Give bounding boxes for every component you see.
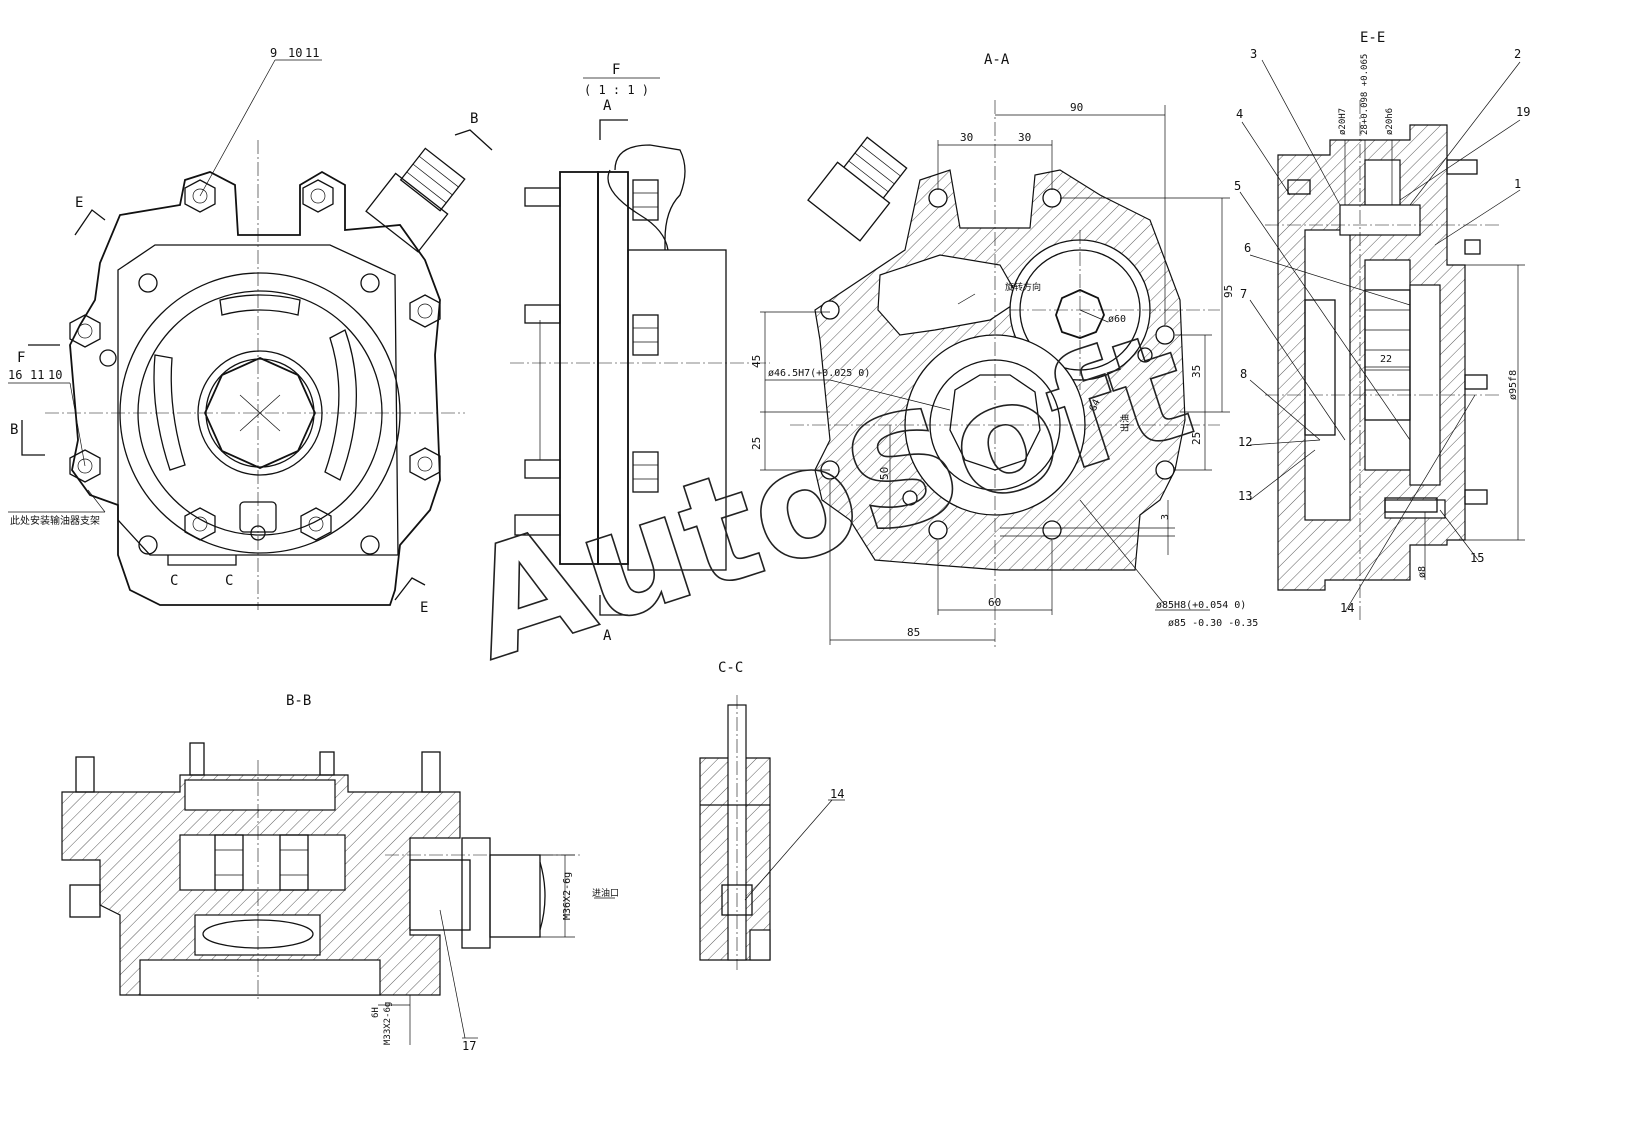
dim-30a: 30 <box>960 131 973 144</box>
dim-45: 45 <box>750 355 763 368</box>
marker-c-right: C <box>225 573 233 589</box>
balloon-10b: 10 <box>48 368 62 382</box>
balloon-11: 11 <box>305 46 319 60</box>
dim-35: 35 <box>1190 365 1203 378</box>
dim-30b: 30 <box>1018 131 1031 144</box>
dim-gear-dia: ø60 <box>1108 314 1126 325</box>
balloon-ee-6: 6 <box>1244 241 1251 255</box>
main-view-fitting <box>365 147 466 253</box>
view-f-scale: ( 1 : 1 ) <box>584 83 649 97</box>
balloon-10: 10 <box>288 46 302 60</box>
balloon-ee-1: 1 <box>1514 177 1521 191</box>
dim-bb-6h: 6H <box>371 1007 381 1018</box>
main-view-bolt-heads <box>69 179 441 541</box>
note-outlet: 出油 <box>1119 414 1131 432</box>
marker-f: F <box>17 350 25 366</box>
balloon-ee-8: 8 <box>1240 367 1247 381</box>
dim-ee-top1: ø20H7 <box>1338 108 1348 135</box>
marker-e-bottom: E <box>420 600 428 616</box>
view-aa-title: A-A <box>984 52 1010 68</box>
side-view-nuts <box>632 179 659 493</box>
view-cc-title: C-C <box>718 660 743 676</box>
dim-3: 3 <box>1160 514 1171 520</box>
dim-bore-small: ø46.5H7(+0.025 0) <box>768 368 870 379</box>
dim-ee-top2: 28+0.098 +0.065 <box>1360 54 1370 135</box>
balloon-ee-4: 4 <box>1236 107 1243 121</box>
balloon-ee-13: 13 <box>1238 489 1252 503</box>
marker-c-left: C <box>170 573 178 589</box>
balloon-ee-14: 14 <box>1340 601 1354 615</box>
section-bb: B-B M36X2-6g 进油口 6H M33X <box>61 693 619 1053</box>
dim-95: 95 <box>1222 285 1235 298</box>
view-ee-title: E-E <box>1360 30 1385 46</box>
balloon-cc-14: 14 <box>830 787 844 801</box>
marker-b-right: B <box>470 111 478 127</box>
balloon-9: 9 <box>270 46 277 60</box>
marker-e-top: E <box>75 195 83 211</box>
dim-ee-22: 22 <box>1380 354 1392 365</box>
balloon-11b: 11 <box>30 368 44 382</box>
view-f-title: F <box>612 62 620 78</box>
balloon-ee-7: 7 <box>1240 287 1247 301</box>
dim-25a: 25 <box>750 437 763 450</box>
view-bb-title: B-B <box>286 693 311 709</box>
balloon-bb-17: 17 <box>462 1039 476 1053</box>
balloon-16: 16 <box>8 368 22 382</box>
balloon-ee-3: 3 <box>1250 47 1257 61</box>
dim-bb-m36: M36X2-6g <box>562 872 573 920</box>
note-filter-bracket: 此处安装输油器支架 <box>10 514 100 527</box>
dim-90: 90 <box>1070 101 1083 114</box>
dim-ee-top3: ø20h6 <box>1385 108 1395 135</box>
dim-ee-8: ø8 <box>1417 566 1428 578</box>
dim-60: 60 <box>988 596 1001 609</box>
dim-bb-m33: M33X2-6g <box>383 1002 393 1045</box>
dim-ee-95f8: ø95f8 <box>1508 370 1519 400</box>
balloon-ee-5: 5 <box>1234 179 1241 193</box>
section-aa: A-A 90 <box>750 52 1258 648</box>
balloon-ee-19: 19 <box>1516 105 1530 119</box>
aa-fitting <box>807 136 908 242</box>
dim-25b: 25 <box>1190 432 1203 445</box>
balloon-ee-15: 15 <box>1470 551 1484 565</box>
side-view-f: F ( 1 : 1 ) A A <box>510 62 770 644</box>
dim-50: 50 <box>878 467 891 480</box>
marker-a-bottom: A <box>603 628 612 644</box>
dim-g4: G4 <box>1088 398 1103 414</box>
dim-shaft-large: ø85 -0.30 -0.35 <box>1168 618 1258 629</box>
section-ee: E-E ø20H7 28+0.098 +0.065 ø20h6 <box>1234 30 1530 620</box>
note-bb-inlet: 进油口 <box>592 887 619 899</box>
dim-bore-large: ø85H8(+0.054 0) <box>1156 600 1246 611</box>
balloon-ee-2: 2 <box>1514 47 1521 61</box>
marker-b-left: B <box>10 422 18 438</box>
main-front-view: 9 10 11 16 11 10 此处安装输油器支架 E F B B C C E <box>8 46 493 616</box>
marker-a-top: A <box>603 98 612 114</box>
balloon-ee-12: 12 <box>1238 435 1252 449</box>
dim-85: 85 <box>907 626 920 639</box>
section-cc: C-C 14 <box>699 660 845 970</box>
note-rotation: 旋转方向 <box>1005 281 1041 293</box>
